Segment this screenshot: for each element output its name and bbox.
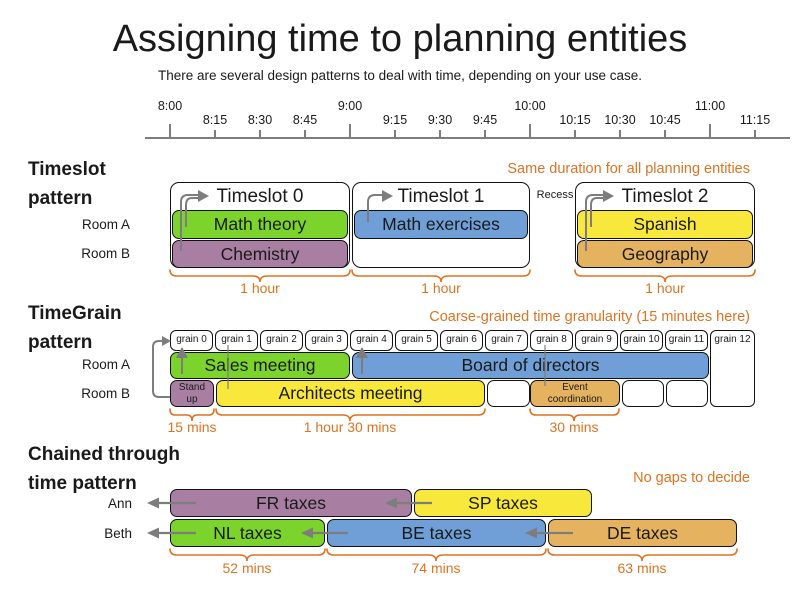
note-coarse-grained: Coarse-grained time granularity (15 minu… (429, 309, 750, 325)
time-tick-label: 10:00 (514, 99, 546, 113)
section-label-chained: Chained through time pattern (28, 440, 180, 498)
event-math-exercises: Math exercises (354, 210, 528, 239)
duration-label: 1 hour (240, 280, 280, 296)
task-be-taxes: BE taxes (327, 519, 546, 547)
timeslot-1-title: Timeslot 1 (397, 186, 485, 207)
time-tick-label: 9:30 (427, 113, 453, 127)
time-tick-label: 9:45 (472, 113, 498, 127)
section-label-line: TimeGrain (28, 303, 122, 324)
event-coordination: Event coordination (530, 380, 620, 407)
room-a-label: Room A (81, 217, 130, 232)
grain-cell: grain 5 (395, 330, 438, 351)
event-board-of-directors: Board of directors (352, 352, 709, 379)
room-b-label: Room B (81, 246, 130, 261)
event-sales-meeting: Sales meeting (170, 352, 350, 379)
duration-label: 52 mins (222, 560, 272, 576)
arrowhead-fr-start (147, 497, 159, 509)
duration-label: 1 hour (645, 280, 685, 296)
grain-cell: grain 11 (665, 330, 708, 351)
task-sp-taxes: SP taxes (414, 489, 592, 517)
time-tick-label: 11:00 (694, 99, 726, 113)
timeslot-0-title: Timeslot 0 (216, 186, 304, 207)
section-label-line: Timeslot (28, 159, 106, 180)
room-a-label-timegrain: Room A (81, 357, 130, 372)
event-spanish: Spanish (577, 210, 753, 239)
section-label-timeslot: Timeslot pattern (28, 155, 106, 213)
duration-label: 74 mins (411, 560, 461, 576)
section-label-line: pattern (28, 188, 93, 209)
section-label-line: pattern (28, 332, 93, 353)
grain-cell-tall: grain 12 (710, 330, 755, 407)
note-same-duration: Same duration for all planning entities (507, 161, 750, 177)
empty-slot (487, 380, 530, 407)
grain-cell: grain 9 (575, 330, 618, 351)
note-no-gaps: No gaps to decide (633, 470, 750, 486)
time-tick-label: 10:30 (604, 113, 636, 127)
duration-label: 63 mins (617, 560, 667, 576)
time-tick-label: 10:15 (559, 113, 591, 127)
page-subtitle: There are several design patterns to dea… (157, 68, 643, 83)
section-label-line: Chained through (28, 444, 180, 465)
time-tick-label: 8:45 (292, 113, 318, 127)
grain-cell: grain 0 (170, 330, 213, 351)
time-tick-label: 11:15 (739, 113, 771, 127)
section-label-timegrain: TimeGrain pattern (28, 299, 122, 357)
time-tick-label: 8:00 (157, 99, 183, 113)
ann-label: Ann (107, 496, 132, 511)
minor-tick-marks (214, 130, 756, 138)
time-tick-label: 8:15 (202, 113, 228, 127)
task-nl-taxes: NL taxes (170, 519, 325, 547)
grain-cell: grain 6 (440, 330, 483, 351)
grain-cell: grain 8 (530, 330, 573, 351)
grain-cell: grain 10 (620, 330, 663, 351)
task-fr-taxes: FR taxes (170, 489, 412, 517)
event-architects-meeting: Architects meeting (216, 380, 485, 407)
duration-label: 1 hour (421, 280, 461, 296)
grain-cell: grain 3 (305, 330, 348, 351)
duration-label: 30 mins (549, 419, 599, 435)
grain-cell: grain 7 (485, 330, 528, 351)
duration-label: 15 mins (167, 419, 217, 435)
beth-label: Beth (104, 526, 132, 541)
timeslot-2-title: Timeslot 2 (621, 186, 709, 207)
page-title: Assigning time to planning entities (112, 18, 688, 60)
event-chemistry: Chemistry (172, 240, 348, 268)
recess-label: Recess (536, 189, 574, 201)
time-tick-label: 9:00 (337, 99, 363, 113)
event-stand-up: Stand up (170, 380, 214, 407)
event-geography: Geography (577, 240, 753, 268)
arrowhead-nl-start (147, 527, 159, 539)
time-tick-label: 8:30 (247, 113, 273, 127)
room-b-label-timegrain: Room B (81, 386, 130, 401)
grain-cell: grain 2 (260, 330, 303, 351)
duration-label: 1 hour 30 mins (303, 419, 397, 435)
section-label-line: time pattern (28, 473, 137, 494)
empty-slot (622, 380, 664, 407)
grain-cell: grain 1 (215, 330, 258, 351)
event-math-theory: Math theory (172, 210, 348, 239)
task-de-taxes: DE taxes (548, 519, 737, 547)
grain-cell: grain 4 (350, 330, 393, 351)
time-tick-label: 9:15 (382, 113, 408, 127)
time-tick-label: 10:45 (649, 113, 681, 127)
empty-slot (666, 380, 708, 407)
arrow-standup-to-grain0 (152, 340, 170, 398)
